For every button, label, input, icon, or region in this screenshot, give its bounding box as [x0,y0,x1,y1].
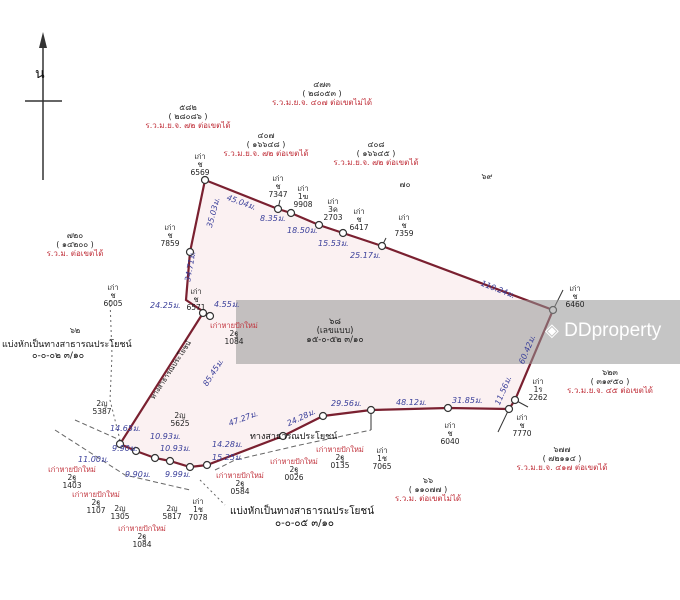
parcel-62: ๖๒ [69,326,81,335]
north-label: น [35,66,45,82]
distance-label: 15.25ม. [212,453,243,462]
parcel-70: ๗๐ [399,180,411,189]
distance-label: 48.12ม. [396,398,427,407]
parcel-408: ๔๐๘( ๑๖๖๔๕ )ร.ว.ม.ย.จ. ๗๒ ต่อเขตได้ [333,140,419,167]
distance-label: 8.35ม. [260,214,286,223]
distance-label: 11.00ม. [78,455,109,464]
parcel-407: ๔๐๗( ๑๖๖๔๘ )ร.ว.ม.ย.จ. ๗๒ ต่อเขตได้ [223,131,309,158]
distance-label: 10.93ม. [160,444,191,453]
distance-label: 31.85ม. [452,396,483,405]
distance-label: 25.17ม. [350,251,381,260]
distance-label: 24.25ม. [150,301,181,310]
parcel-720: ๗๒๐( ๑๔๒๐๐ )ร.ว.ม. ต่อเขตได้ [46,231,104,258]
road-label: ทางสาธารณประโยชน์ [250,432,338,442]
distance-label: 14.28ม. [212,440,243,449]
distance-label: 9.90ม. [112,444,138,453]
distance-label: 4.55ม. [214,300,240,309]
parcel-582: ๕๘๒( ๒๘๐๘๖ )ร.ว.ม.ย.จ. ๗๒ ต่อเขตได้ [145,103,231,130]
subject-parcel: ๖๘(เลขแบบ)๑๕-๐-๕๒ ๓/๑๐ [306,317,364,345]
distance-label: 29.56ม. [331,399,362,408]
distance-label: 9.90ม. [125,470,151,479]
road-edges [54,299,372,506]
distance-label: 18.50ม. [287,226,318,235]
distance-label: 9.99ม. [165,470,191,479]
watermark-logo: ◈ DDproperty [545,320,661,342]
parcel-677: ๖๗๗( ๗๒๑๑๔ )ร.ว.ม.ย.จ. ๔๑๗ ต่อเขตได้ [516,445,608,472]
parcel-473: ๔๗๓( ๒๘๐๕๓ )ร.ว.ม.ย.จ. ๔๐๗ ต่อเขตไม่ได้ [271,80,373,107]
watermark-band [236,300,680,364]
distance-label: 10.93ม. [150,432,181,441]
parcel-69: ๖๙ [481,172,493,181]
split-road-bottom: แบ่งหักเป็นทางสาธารณประโยชน์๐-๐-๐๕ ๓/๑๐ [230,506,375,529]
ddproperty-icon: ◈ [545,320,559,340]
split-road-left: แบ่งหักเป็นทางสาธารณประโยชน์๐-๐-๐๒ ๓/๑๐ [2,340,132,361]
distance-label: 14.65ม. [110,424,141,433]
parcel-623: ๖๒๓( ๓๑๙๕๐ )ร.ว.ม.ย.จ. ๔๕ ต่อเขตได้ [567,368,653,395]
boundary-markers [115,175,558,472]
parcel-66: ๖๖( ๑๑๐๗๗ )ร.ว.ม. ต่อเขตไม่ได้ [394,476,462,503]
north-arrow-icon [25,32,62,180]
watermark-text: DDproperty [564,320,662,341]
distance-label: 15.53ม. [318,239,349,248]
